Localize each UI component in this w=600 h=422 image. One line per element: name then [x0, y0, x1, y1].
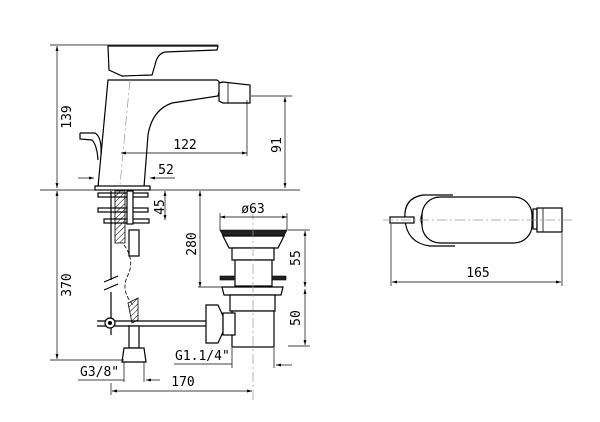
supply-nut — [121, 347, 147, 363]
dim-91: 91 — [251, 95, 292, 188]
dim-52: 52 — [78, 163, 175, 180]
dim-label-55: 55 — [289, 250, 304, 266]
thread-labels: G1.1/4" G3/8" — [78, 348, 292, 382]
pop-up-rod — [79, 132, 102, 161]
dim-label-370: 370 — [60, 273, 75, 296]
dim-280: 280 — [185, 191, 222, 288]
dim-label-52: 52 — [158, 163, 174, 178]
dim-label-63: ø63 — [241, 202, 264, 217]
dim-63: ø63 — [219, 202, 288, 230]
dim-122: 122 — [121, 100, 248, 156]
faucet-body — [97, 79, 221, 188]
dim-label-91: 91 — [270, 137, 285, 153]
dim-170: 170 — [110, 375, 252, 395]
supply-thread-label: G3/8" — [80, 365, 119, 380]
below-deck-assembly — [97, 190, 206, 363]
dim-label-122: 122 — [173, 138, 196, 153]
dim-label-139: 139 — [60, 105, 75, 128]
dim-label-280: 280 — [185, 232, 200, 255]
lever-handle — [107, 45, 219, 77]
drain-nut — [205, 304, 224, 344]
drain-thread-label: G1.1/4" — [175, 349, 230, 364]
faucet-side-view — [50, 44, 251, 191]
faucet-plan-view: 165 — [383, 194, 572, 286]
dim-55-50: 55 50 — [288, 229, 310, 347]
dim-label-50: 50 — [289, 310, 304, 326]
dim-370: 370 — [50, 191, 124, 361]
dim-label-170: 170 — [171, 375, 194, 390]
dim-label-165: 165 — [466, 266, 489, 281]
dim-45: 45 — [153, 191, 168, 220]
dim-label-45: 45 — [153, 199, 168, 215]
drain-assembly — [205, 229, 288, 348]
spout-nozzle — [218, 81, 251, 104]
dim-139: 139 — [55, 46, 75, 188]
